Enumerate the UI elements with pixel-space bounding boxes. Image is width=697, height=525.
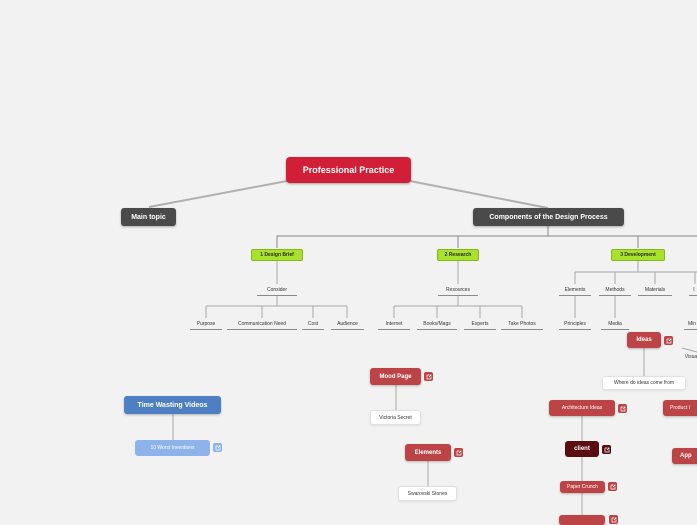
- ideas-source-note[interactable]: Where do ideas come from: [602, 376, 686, 390]
- main-topic[interactable]: Main topic: [121, 208, 176, 226]
- subtopic-consider[interactable]: Consider: [257, 285, 297, 296]
- external-link-icon: [456, 450, 461, 455]
- ideas-link-icon[interactable]: [664, 336, 673, 345]
- stage-development[interactable]: 3 Development: [611, 249, 665, 261]
- external-link-icon: [426, 374, 431, 379]
- elements-link-icon[interactable]: [454, 448, 463, 457]
- external-link-icon: [215, 445, 220, 450]
- ideas-sibling-partial[interactable]: Visua: [684, 354, 697, 360]
- subtopic-resources[interactable]: Resources: [438, 285, 478, 296]
- external-link-icon: [610, 484, 615, 489]
- client-link-icon[interactable]: [602, 445, 611, 454]
- external-link-icon: [666, 338, 671, 343]
- subtopic-elements[interactable]: Elements: [559, 285, 591, 296]
- leaf-partial[interactable]: Min: [684, 319, 697, 330]
- client-node[interactable]: client: [565, 441, 599, 457]
- leaf-internet[interactable]: Internet: [378, 319, 410, 330]
- stage-design-brief[interactable]: 1 Design Brief: [251, 249, 303, 261]
- leaf-purpose[interactable]: Purpose: [190, 319, 222, 330]
- leaf-audience[interactable]: Audience: [331, 319, 364, 330]
- root-topic[interactable]: Professional Practice: [286, 157, 411, 183]
- time-wasting-videos-node[interactable]: Time Wasting Videos: [124, 396, 221, 414]
- subtopic-partial[interactable]: I: [689, 285, 697, 296]
- leaf-take-photos[interactable]: Take Photos: [501, 319, 543, 330]
- mood-page-link-icon[interactable]: [424, 372, 433, 381]
- external-link-icon: [620, 406, 625, 411]
- product-ideas-node-partial[interactable]: Product I: [663, 400, 697, 416]
- app-node-partial[interactable]: App: [672, 448, 697, 464]
- subtopic-materials[interactable]: Materials: [638, 285, 672, 296]
- stage-research[interactable]: 2 Research: [437, 249, 479, 261]
- paper-crunch-node[interactable]: Paper Crunch: [560, 481, 605, 493]
- leaf-books-mags[interactable]: Books/Mags: [417, 319, 457, 330]
- architecture-link-icon[interactable]: [618, 404, 627, 413]
- worst-inventions-node[interactable]: 10 Worst Inventions: [135, 440, 210, 456]
- mood-page-node[interactable]: Mood Page: [370, 368, 421, 385]
- components-topic[interactable]: Components of the Design Process: [473, 208, 624, 226]
- leaf-experts[interactable]: Experts: [464, 319, 496, 330]
- leaf-media[interactable]: Media: [601, 319, 629, 330]
- ideas-node[interactable]: Ideas: [627, 332, 661, 348]
- architecture-ideas-node[interactable]: Architecture Ideas: [549, 400, 615, 416]
- leaf-cost[interactable]: Cost: [302, 319, 324, 330]
- swarovski-stones-note[interactable]: Swarovski Stones: [398, 486, 457, 501]
- leaf-communication-need[interactable]: Communication Need: [227, 319, 297, 330]
- external-link-icon: [604, 447, 609, 452]
- paper-crunch-link-icon[interactable]: [608, 482, 617, 491]
- victoria-secret-note[interactable]: Victoria Secret: [370, 410, 421, 425]
- worst-inventions-link-icon[interactable]: [213, 443, 222, 452]
- subtopic-methods[interactable]: Methods: [599, 285, 631, 296]
- elements-node[interactable]: Elements: [405, 444, 451, 461]
- leaf-principles[interactable]: Principles: [559, 319, 591, 330]
- offscreen-node-partial[interactable]: [559, 515, 605, 525]
